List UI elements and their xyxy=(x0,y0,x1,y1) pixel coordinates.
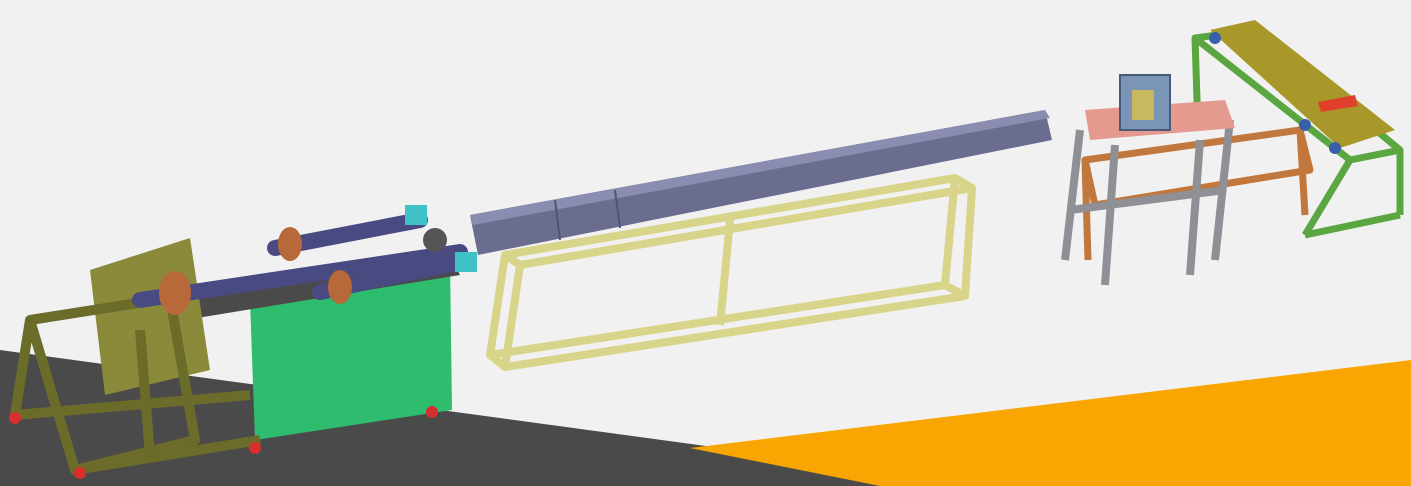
conveyor-inner-block xyxy=(1132,90,1154,120)
machine-spools xyxy=(159,227,352,315)
machine-frame xyxy=(10,293,261,475)
machine-feet xyxy=(9,406,438,479)
background-shapes xyxy=(0,350,1411,486)
machine-green-base xyxy=(250,262,452,440)
conveyor-gray-stand xyxy=(1061,119,1234,286)
conveyor-label xyxy=(1318,95,1358,112)
conveyor-belt xyxy=(1210,20,1395,148)
conveyor-wheels xyxy=(1209,32,1341,154)
conveyor-station xyxy=(1061,20,1404,286)
accent-band xyxy=(690,360,1411,486)
conveyor-green-frame xyxy=(1191,26,1404,239)
trough-stand xyxy=(486,174,976,371)
feed-trough xyxy=(470,110,1052,371)
trough-body xyxy=(470,110,1052,255)
machine-couplings xyxy=(405,205,477,272)
winding-machine xyxy=(9,205,477,479)
machine-olive-housing xyxy=(90,238,210,395)
